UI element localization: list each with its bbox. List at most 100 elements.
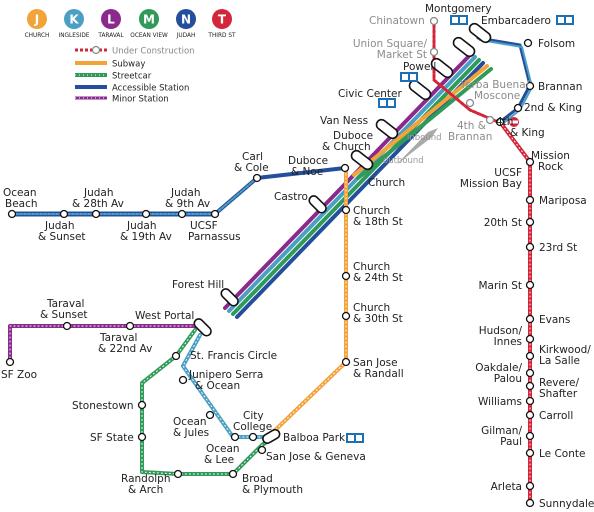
label-duboce-church-2: & Church — [322, 141, 371, 153]
label-san-jose-randall-2: & Randall — [353, 368, 404, 380]
balboa-park-station[interactable] — [261, 428, 281, 445]
line-badge-j[interactable]: J CHURCH — [25, 9, 50, 39]
fourth-king-station[interactable] — [495, 117, 505, 127]
sunnydale-station[interactable] — [525, 498, 535, 508]
label-oakdale-2: Palou — [494, 373, 522, 385]
label-city-college-1: City — [243, 410, 264, 422]
legend-minor-label: Minor Station — [112, 95, 169, 105]
twentieth-station[interactable] — [525, 217, 535, 227]
brannan-station[interactable] — [525, 81, 535, 91]
second-king-station[interactable] — [513, 103, 523, 113]
line-badge-m[interactable]: M OCEAN VIEW — [130, 9, 168, 39]
ocean-lee-station[interactable] — [230, 432, 240, 442]
sf-zoo-station[interactable] — [5, 357, 15, 367]
church-24th-station[interactable] — [341, 271, 351, 281]
label-van-ness: Van Ness — [320, 115, 368, 127]
line-badge-t[interactable]: T THIRD ST — [207, 9, 236, 39]
label-sf-state: SF State — [90, 432, 134, 444]
judah-19th-station[interactable] — [141, 209, 151, 219]
carroll-station[interactable] — [525, 410, 535, 420]
oakdale-station[interactable] — [525, 368, 535, 378]
label-revere-1: Revere/ — [539, 377, 580, 389]
embarcadero-station[interactable] — [467, 22, 492, 45]
stonestown-station[interactable] — [137, 400, 147, 410]
carl-cole-station[interactable] — [252, 173, 262, 183]
caltrain-icon — [509, 117, 519, 127]
label-embarcadero: Embarcadero — [481, 15, 551, 27]
label-yerba-buena-2: Moscone — [474, 90, 520, 102]
kirkwood-station[interactable] — [525, 351, 535, 361]
label-duboce-church-1: Duboce — [333, 130, 373, 142]
union-square-station[interactable] — [429, 47, 439, 57]
judah-28th-station[interactable] — [91, 209, 101, 219]
forest-hill-station[interactable] — [219, 287, 240, 308]
folsom-station[interactable] — [523, 38, 533, 48]
judah-sunset-station[interactable] — [59, 209, 69, 219]
yerba-buena-station[interactable] — [465, 98, 475, 108]
marin-station[interactable] — [525, 280, 535, 290]
label-kirkwood-1: Kirkwood/ — [539, 344, 591, 356]
broad-plymouth-station[interactable] — [228, 469, 238, 479]
label-sunnydale: Sunnydale — [539, 498, 594, 510]
castro-station[interactable] — [307, 194, 328, 215]
line-badge-n[interactable]: N JUDAH — [176, 9, 196, 39]
mariposa-station[interactable] — [525, 195, 535, 205]
label-randolph-2: & Arch — [128, 484, 163, 496]
st-francis-circle-station[interactable] — [171, 351, 181, 361]
judah-9th-station[interactable] — [177, 209, 187, 219]
arleta-station[interactable] — [525, 481, 535, 491]
taraval-22nd-station[interactable] — [125, 321, 135, 331]
line-badge-k[interactable]: K INGLESIDE — [59, 9, 90, 39]
legend-subway-label: Subway — [112, 60, 145, 70]
label-ucsf-mission-bay-1: UCSF — [494, 167, 522, 179]
legend-accessible: Accessible Station — [75, 84, 189, 94]
san-jose-geneva-station[interactable] — [257, 445, 267, 455]
randolph-arch-station[interactable] — [173, 469, 183, 479]
line-m-name: OCEAN VIEW — [130, 33, 168, 39]
williams-station[interactable] — [525, 396, 535, 406]
west-portal-station[interactable] — [192, 317, 213, 338]
ucsf-parnassus-station[interactable] — [210, 209, 220, 219]
label-fourth-brannan-2: Brannan — [448, 131, 492, 143]
evans-station[interactable] — [525, 314, 535, 324]
ocean-beach-station[interactable] — [7, 209, 17, 219]
church-station[interactable] — [349, 149, 374, 172]
label-revere-2: Shafter — [539, 388, 578, 400]
duboce-noe-station[interactable] — [340, 163, 350, 173]
label-ocean-jules-1: Ocean — [173, 416, 207, 428]
line-t-circle — [212, 9, 232, 29]
taraval-sunset-station[interactable] — [62, 321, 72, 331]
label-church-24th-2: & 24th St — [353, 272, 403, 284]
mission-rock-station[interactable] — [525, 157, 535, 167]
line-n-letter: N — [181, 13, 191, 27]
label-arleta: Arleta — [491, 481, 522, 493]
label-west-portal: West Portal — [135, 310, 194, 322]
fourth-brannan-station[interactable] — [485, 115, 495, 125]
sf-state-station[interactable] — [137, 432, 147, 442]
line-l-name: TARAVAL — [97, 33, 124, 39]
church-18th-station[interactable] — [341, 205, 351, 215]
chinatown-station[interactable] — [429, 16, 439, 26]
le-conte-station[interactable] — [525, 448, 535, 458]
san-jose-randall-station[interactable] — [341, 357, 351, 367]
church-30th-station[interactable] — [341, 311, 351, 321]
minor-stations — [5, 38, 535, 508]
ocean-jules-station[interactable] — [205, 410, 215, 420]
label-broad-1: Broad — [242, 473, 273, 485]
montgomery-station[interactable] — [451, 36, 476, 59]
city-college-station[interactable] — [248, 432, 258, 442]
label-randolph-1: Randolph — [121, 473, 170, 485]
twentythird-station[interactable] — [525, 242, 535, 252]
hudson-station[interactable] — [525, 334, 535, 344]
label-yerba-buena-1: Yerba Buena/ — [459, 79, 530, 91]
label-fourth-king-1-visible: 4th — [496, 116, 513, 128]
label-duboce-noe-1: Duboce — [288, 155, 328, 167]
revere-station[interactable] — [525, 381, 535, 391]
van-ness-station[interactable] — [374, 118, 399, 141]
line-badge-l[interactable]: L TARAVAL — [97, 9, 124, 39]
junipero-serra-station[interactable] — [178, 375, 188, 385]
gilman-station[interactable] — [525, 431, 535, 441]
label-montgomery: Montgomery — [425, 3, 492, 15]
powell-station[interactable] — [429, 57, 454, 80]
civic-center-station[interactable] — [407, 79, 432, 102]
